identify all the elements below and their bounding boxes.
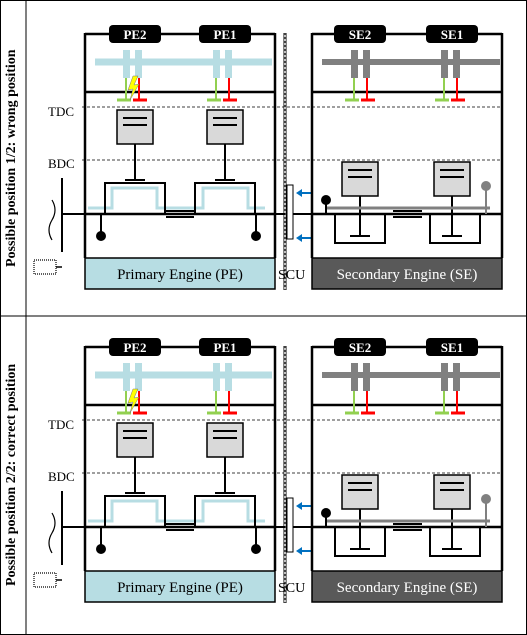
pe-intake-cam bbox=[123, 50, 130, 78]
se-piston bbox=[341, 161, 379, 197]
se-exhaust-cam bbox=[453, 363, 460, 391]
pe-piston bbox=[206, 422, 244, 458]
starter-motor bbox=[33, 259, 57, 275]
se-piston bbox=[341, 474, 379, 510]
secondary-engine-box bbox=[311, 257, 503, 290]
pe-exhaust-cam bbox=[135, 363, 142, 391]
pe-exhaust-cam bbox=[225, 50, 232, 78]
se-exhaust-cam bbox=[363, 363, 370, 391]
secondary-engine-box bbox=[311, 570, 503, 603]
se-cylinder-badge bbox=[426, 338, 478, 356]
se-cylinder-label: SE2 bbox=[349, 27, 371, 42]
scu-arrow-head bbox=[296, 234, 302, 242]
se-cylinder-label: SE1 bbox=[441, 27, 463, 42]
se-exhaust-cam bbox=[453, 50, 460, 78]
spark-icon bbox=[127, 75, 140, 101]
pe-exhaust-cam bbox=[225, 363, 232, 391]
pe-exhaust-cam bbox=[135, 50, 142, 78]
se-cylinder-badge bbox=[334, 25, 386, 43]
pe-crankshaft bbox=[88, 182, 270, 215]
pe-cylinder-badge bbox=[199, 25, 251, 43]
pe-intake-cam bbox=[213, 363, 220, 391]
pe-piston bbox=[206, 109, 244, 145]
secondary-engine: Secondary Engine (SE) SE2 SE1 bbox=[310, 25, 504, 290]
secondary-engine-label: Secondary Engine (SE) bbox=[337, 580, 478, 596]
se-exhaust-cam bbox=[363, 50, 370, 78]
primary-engine-box bbox=[84, 570, 276, 603]
scu-coupler bbox=[286, 184, 294, 240]
pe-cylinder-badge bbox=[109, 338, 161, 356]
se-piston bbox=[433, 161, 471, 197]
primary-engine-label: Primary Engine (PE) bbox=[117, 267, 243, 283]
secondary-engine-label: Secondary Engine (SE) bbox=[337, 267, 478, 283]
se-piston bbox=[433, 474, 471, 510]
scu-arrow-head bbox=[296, 502, 302, 510]
primary-engine: Primary Engine (PE) PE2 PE1 bbox=[83, 25, 277, 290]
primary-engine-box bbox=[84, 257, 276, 290]
bdc-label: BDC bbox=[48, 156, 75, 171]
pe-cylinder-badge bbox=[199, 338, 251, 356]
starter-motor bbox=[33, 572, 57, 588]
pe-crankshaft-highlight bbox=[88, 186, 265, 210]
se-cylinder-badge bbox=[426, 25, 478, 43]
se-cylinder-label: SE2 bbox=[349, 340, 371, 355]
pe-crankshaft bbox=[88, 495, 270, 528]
pe-intake-cam bbox=[213, 50, 220, 78]
tdc-label: TDC bbox=[48, 104, 74, 119]
primary-engine-label: Primary Engine (PE) bbox=[117, 580, 243, 596]
flywheel-ring bbox=[48, 199, 56, 241]
se-intake-cam bbox=[351, 50, 358, 78]
secondary-engine: Secondary Engine (SE) SE2 SE1 bbox=[310, 338, 504, 603]
pe-cylinder-label: PE2 bbox=[123, 27, 146, 42]
pe-cylinder-label: PE2 bbox=[123, 340, 146, 355]
primary-engine: Primary Engine (PE) PE2 PE1 bbox=[83, 338, 277, 603]
se-crankshaft bbox=[315, 526, 500, 557]
scu-label: SCU bbox=[278, 581, 305, 596]
se-intake-cam bbox=[441, 363, 448, 391]
pe-piston bbox=[116, 109, 154, 145]
pe-cylinder-badge bbox=[109, 25, 161, 43]
pe-cylinder-label: PE1 bbox=[213, 27, 236, 42]
se-intake-cam bbox=[351, 363, 358, 391]
pe-crankshaft-highlight bbox=[88, 499, 265, 523]
scu-coupler bbox=[286, 497, 294, 553]
se-intake-cam bbox=[441, 50, 448, 78]
se-cylinder-badge bbox=[334, 338, 386, 356]
bdc-label: BDC bbox=[48, 469, 75, 484]
pe-intake-cam bbox=[123, 363, 130, 391]
se-cylinder-label: SE1 bbox=[441, 340, 463, 355]
scu-arrow-head bbox=[296, 547, 302, 555]
scu-arrow-head bbox=[296, 189, 302, 197]
pe-cylinder-label: PE1 bbox=[213, 340, 236, 355]
flywheel-ring bbox=[48, 512, 56, 554]
tdc-label: TDC bbox=[48, 417, 74, 432]
spark-icon bbox=[127, 388, 140, 414]
pe-piston bbox=[116, 422, 154, 458]
scu-label: SCU bbox=[278, 268, 305, 283]
se-crankshaft bbox=[315, 213, 500, 244]
